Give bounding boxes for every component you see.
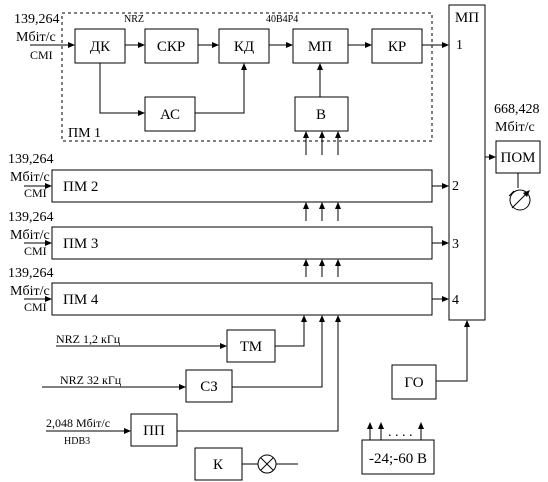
power-output-arrows — [367, 422, 384, 440]
mp-inner-block — [292, 28, 349, 64]
pp-pm4-arrow — [335, 315, 341, 322]
pm2-label: ПМ 2 — [63, 179, 98, 195]
code-nrz: NRZ — [124, 14, 144, 25]
input-3-rate: 139,264 — [8, 210, 54, 225]
kr-mux-arrow — [442, 42, 449, 48]
go-mux-line — [436, 326, 468, 382]
go-block — [391, 364, 437, 400]
dk-skr-arrow — [138, 42, 145, 48]
sz-block — [185, 369, 233, 403]
tm-pm4-arrow — [301, 315, 307, 322]
as-block — [144, 96, 196, 132]
input-4-unit: Мбіт/с — [10, 284, 50, 299]
pm4-block — [51, 282, 433, 316]
k-block — [194, 447, 243, 481]
tm-pm4-line — [275, 321, 305, 347]
sz-label: СЗ — [200, 379, 218, 395]
mux-port-1: 1 — [456, 38, 463, 53]
dk-block — [74, 28, 126, 64]
signal-2048: 2,048 Мбіт/с — [46, 416, 110, 430]
dk-as-arrow — [138, 110, 145, 116]
pm4-mux-arrow — [442, 296, 449, 302]
as-kd-arrow — [241, 63, 247, 70]
input-2-code: СМІ — [24, 186, 47, 200]
pm2-block — [51, 169, 433, 203]
v-label: В — [316, 107, 326, 123]
k-label: К — [213, 457, 224, 473]
input-1-unit: Мбіт/с — [16, 30, 56, 45]
main-multiplexer-label: МП — [455, 10, 479, 26]
signal-nrz-1-2: NRZ 1,2 кГц — [56, 332, 121, 346]
skr-block — [144, 28, 199, 64]
input-3-code: СМІ — [24, 244, 47, 258]
kr-block — [371, 28, 423, 64]
input-4-rate: 139,264 — [8, 266, 54, 281]
pm3-block — [51, 226, 433, 260]
go-label: ГО — [404, 375, 423, 391]
laser-emitter-icon — [508, 189, 531, 211]
sz-pm4-line — [232, 321, 323, 388]
module-1-label: ПМ 1 — [68, 126, 101, 141]
output-rate: 668,428 — [494, 102, 540, 117]
mp-kr-arrow — [365, 42, 372, 48]
tm-label: ТМ — [240, 339, 262, 355]
tm-block — [226, 329, 276, 363]
input-4-code: СМІ — [24, 300, 47, 314]
sz-pm4-arrow — [319, 315, 325, 322]
code-40b4p4: 40В4Р4 — [266, 14, 298, 25]
mp-inner-label: МП — [308, 39, 332, 55]
mux-pom-arrow — [489, 154, 496, 160]
input-1-arrow — [68, 42, 75, 48]
control-arrows-v — [303, 131, 341, 155]
pp-input-arrow — [124, 428, 131, 434]
pp-block — [130, 413, 178, 447]
as-kd-line — [195, 69, 245, 114]
nrz12-tm-arrow — [220, 343, 227, 349]
module-1-frame — [61, 12, 433, 142]
power-supply-block — [361, 439, 435, 475]
dk-label: ДК — [90, 39, 111, 55]
input-1-code: СМІ — [30, 48, 53, 62]
power-supply-label: -24;-60 В — [369, 451, 427, 467]
signal-nrz-32: NRZ 32 кГц — [60, 373, 122, 387]
pp-pm4-line — [177, 321, 339, 432]
skr-label: СКР — [157, 39, 185, 55]
mux-port-2: 2 — [452, 179, 459, 194]
main-multiplexer-block — [448, 4, 486, 321]
output-unit: Мбіт/с — [495, 120, 535, 135]
pom-label: ПОМ — [500, 150, 535, 166]
signal-hdb3: HDB3 — [64, 436, 90, 447]
pom-block — [495, 140, 541, 174]
pm2-mux-arrow — [442, 183, 449, 189]
nrz32-sz-arrow — [179, 384, 186, 390]
control-arrows-pm3 — [303, 259, 341, 277]
pm3-mux-arrow — [442, 240, 449, 246]
kd-mp-arrow — [286, 42, 293, 48]
kr-label: КР — [388, 39, 406, 55]
skr-kd-arrow — [212, 42, 219, 48]
input-3-arrow — [45, 240, 52, 246]
input-1-rate: 139,264 — [14, 12, 60, 27]
input-2-rate: 139,264 — [8, 152, 54, 167]
kd-label: КД — [234, 39, 254, 55]
indicator-lamp-icon — [257, 454, 277, 474]
v-block — [294, 96, 349, 132]
go-mux-arrow — [464, 320, 470, 327]
mux-port-4: 4 — [452, 293, 459, 308]
input-2-unit: Мбіт/с — [10, 170, 50, 185]
pm4-label: ПМ 4 — [63, 292, 99, 308]
v-mp-arrow — [317, 63, 323, 70]
pm3-label: ПМ 3 — [63, 236, 98, 252]
input-4-arrow — [45, 296, 52, 302]
as-label: АС — [160, 107, 180, 123]
power-output-dots: . . . . — [388, 425, 413, 440]
control-arrows-pm2 — [303, 202, 341, 221]
power-output-arrow-last — [418, 422, 424, 440]
input-2-arrow — [45, 183, 52, 189]
input-3-unit: Мбіт/с — [10, 228, 50, 243]
pp-label: ПП — [143, 423, 165, 439]
dk-as-line — [99, 63, 139, 114]
mux-port-3: 3 — [452, 237, 459, 252]
